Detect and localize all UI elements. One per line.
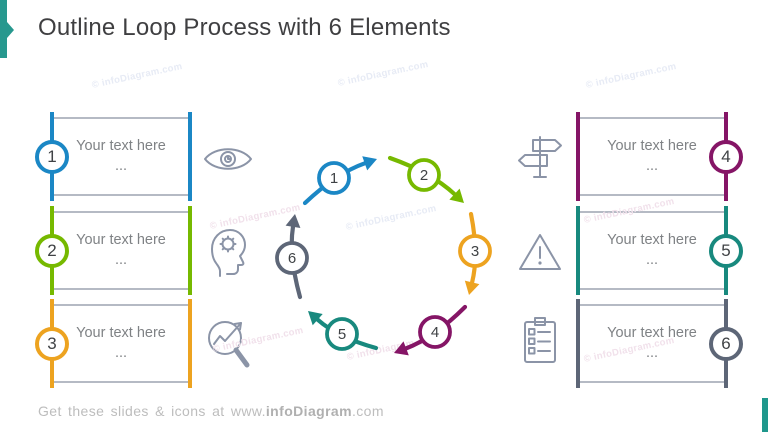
process-box-3: 3 Your text here ... — [35, 299, 192, 388]
step-number-badge-6: 6 — [709, 326, 743, 361]
loop-step-circle-5 — [325, 317, 359, 351]
loop-step-number-3: 3 — [471, 243, 479, 260]
loop-step-circle-4 — [418, 315, 452, 349]
box-accent-bar — [576, 112, 580, 201]
process-box-6: 6 Your text here ... — [576, 299, 743, 388]
loop-diagram: 1 2 3 4 5 6 — [275, 155, 492, 356]
slide-title: Outline Loop Process with 6 Elements — [38, 14, 451, 41]
step-number-badge-5: 5 — [709, 233, 743, 268]
signpost-icon — [513, 135, 565, 181]
warning-triangle-icon — [516, 231, 564, 273]
box-text-placeholder-4[interactable]: Your text here ... — [607, 137, 697, 174]
box-text-placeholder-3[interactable]: Your text here ... — [76, 324, 166, 361]
loop-step-circle-1 — [317, 161, 351, 195]
footer-credit: Get these slides & icons at www.infoDiag… — [38, 403, 384, 419]
eye-icon — [203, 142, 253, 176]
box-accent-bar — [188, 299, 192, 388]
loop-arrowhead-2 — [449, 188, 464, 203]
box-text-placeholder-5[interactable]: Your text here ... — [607, 231, 697, 268]
watermark: © infoDiagram.com — [90, 60, 184, 91]
loop-arrowhead-3 — [464, 280, 480, 295]
box-accent-bar — [188, 112, 192, 201]
loop-step-circle-2 — [407, 158, 441, 192]
step-number: 3 — [47, 333, 57, 353]
process-box-2: 2 Your text here ... — [35, 206, 192, 295]
box-accent-bar — [576, 206, 580, 295]
process-box-4: 4 Your text here ... — [576, 112, 743, 201]
box-text-placeholder-1[interactable]: Your text here ... — [76, 137, 166, 174]
loop-step-number-2: 2 — [420, 167, 428, 184]
clipboard-checklist-icon — [522, 316, 558, 366]
loop-arrowhead-5 — [308, 311, 323, 326]
step-number-badge-2: 2 — [35, 233, 69, 268]
step-number: 2 — [47, 240, 57, 260]
step-number: 1 — [47, 146, 57, 166]
step-number-badge-1: 1 — [35, 139, 69, 174]
watermark: © infoDiagram.com — [336, 58, 430, 89]
loop-step-number-6: 6 — [288, 250, 296, 267]
footer-text-suffix: .com — [351, 403, 384, 419]
corner-accent-bar — [762, 398, 768, 432]
corner-accent-shape — [0, 0, 14, 58]
box-accent-bar — [576, 299, 580, 388]
process-box-5: 5 Your text here ... — [576, 206, 743, 295]
process-box-1: 1 Your text here ... — [35, 112, 192, 201]
loop-step-circle-6 — [275, 241, 309, 275]
box-text-placeholder-2[interactable]: Your text here ... — [76, 231, 166, 268]
box-text-placeholder-6[interactable]: Your text here ... — [607, 324, 697, 361]
head-gear-icon — [207, 227, 247, 277]
loop-step-number-1: 1 — [330, 170, 338, 187]
loop-arrowhead-6 — [285, 214, 301, 229]
watermark: © infoDiagram.com — [584, 60, 678, 91]
loop-step-circle-3 — [458, 234, 492, 268]
footer-brand-link[interactable]: infoDiagram — [265, 403, 352, 419]
loop-arrowhead-4 — [394, 341, 409, 356]
loop-arrowhead-1 — [362, 156, 377, 171]
step-number: 4 — [721, 146, 731, 166]
loop-step-number-4: 4 — [431, 324, 439, 341]
magnifier-chart-arrow-icon — [205, 317, 251, 373]
step-number-badge-4: 4 — [709, 139, 743, 174]
step-number-badge-3: 3 — [35, 326, 69, 361]
step-number: 6 — [721, 333, 731, 353]
loop-step-number-5: 5 — [338, 326, 346, 343]
box-accent-bar — [188, 206, 192, 295]
step-number: 5 — [721, 240, 731, 260]
footer-text-prefix: Get these slides & icons at www. — [38, 403, 266, 419]
